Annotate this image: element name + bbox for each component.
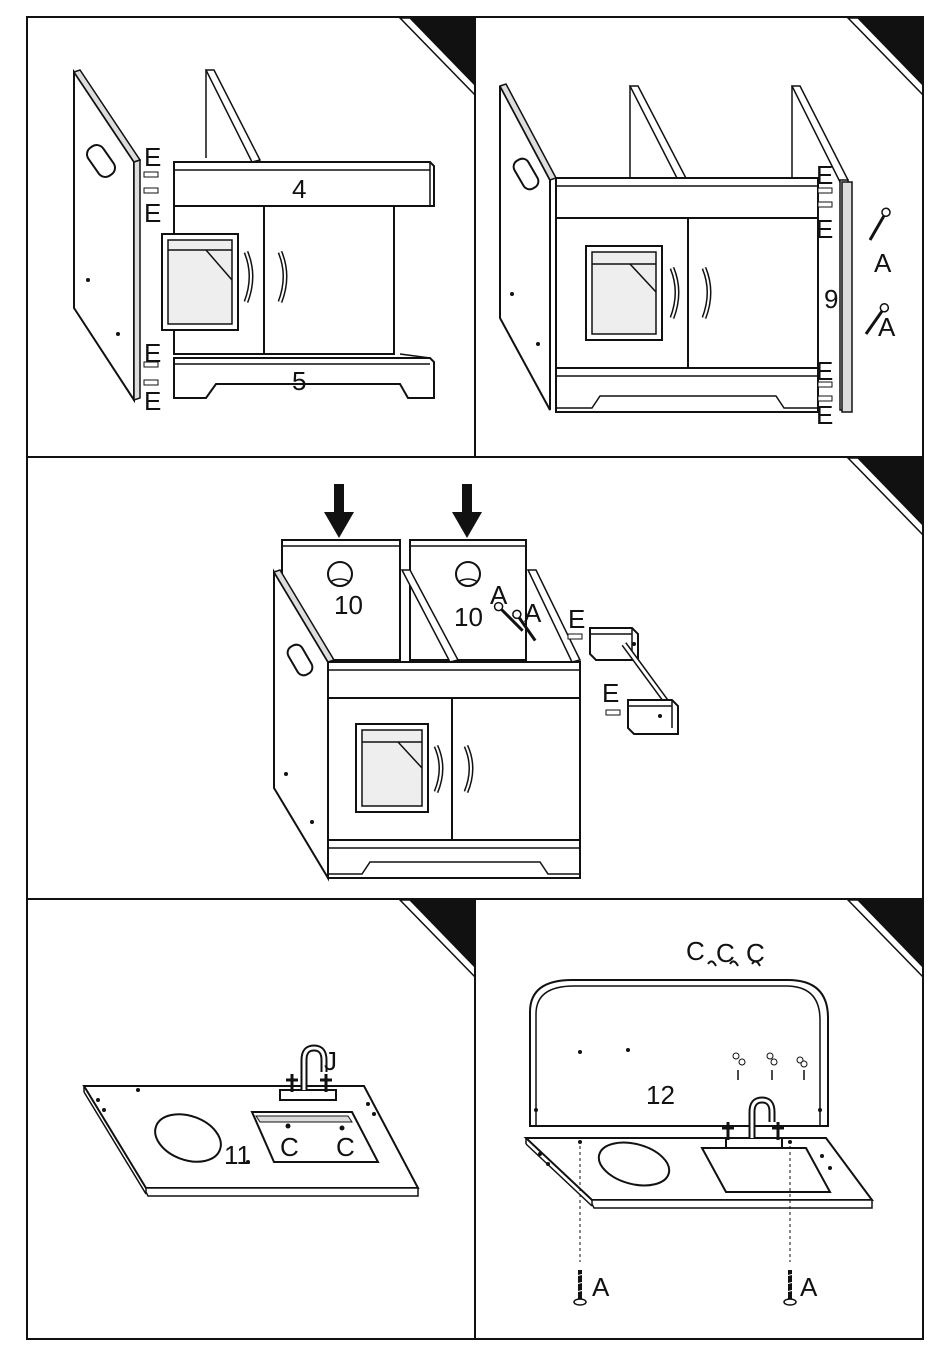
- hardware-label-a: A: [878, 312, 896, 342]
- hardware-label-a: A: [524, 598, 542, 628]
- hardware-label-c: C: [280, 1132, 299, 1162]
- step-panel-1: E E E E 4 5: [26, 16, 476, 458]
- step-panel-4: 11 J C C: [26, 898, 476, 1340]
- part-number-4: 4: [292, 174, 306, 204]
- hardware-label-e: E: [602, 678, 619, 708]
- part-number-11: 11: [224, 1140, 251, 1170]
- dowel-icon: [144, 380, 158, 385]
- screw-icon: [867, 207, 892, 242]
- hardware-label-c: C: [716, 938, 735, 968]
- clip-icon: [708, 961, 716, 966]
- hardware-label-c: C: [336, 1132, 355, 1162]
- hardware-label-e: E: [816, 356, 833, 386]
- hardware-label-a: A: [592, 1272, 610, 1302]
- dowel-icon: [818, 202, 832, 207]
- step-panel-5: C C C A A 12: [474, 898, 924, 1340]
- part-11-countertop: [84, 1086, 418, 1188]
- part-number-9: 9: [824, 284, 838, 314]
- step-panel-3: 10 10 A A E E: [26, 456, 924, 900]
- step-2-diagram: E E E E A A 9: [476, 18, 924, 458]
- hardware-label-c: C: [686, 936, 705, 966]
- hardware-label-a: A: [874, 248, 892, 278]
- clip-icon: [340, 1126, 345, 1131]
- hardware-label-c: C: [746, 938, 765, 968]
- step-4-diagram: 11 J C C: [28, 900, 476, 1340]
- hardware-label-e: E: [816, 214, 833, 244]
- left-side-panel: [500, 86, 550, 410]
- hardware-label-e: E: [144, 198, 161, 228]
- part-number-10: 10: [454, 602, 483, 632]
- hardware-label-e: E: [568, 604, 585, 634]
- screw-icon: [784, 1270, 796, 1305]
- hardware-label-e: E: [816, 160, 833, 190]
- part-number-5: 5: [292, 366, 306, 396]
- step-5-diagram: C C C A A 12: [476, 900, 924, 1340]
- clip-icon: [286, 1124, 291, 1129]
- part-number-12: 12: [646, 1080, 675, 1110]
- dowel-icon: [144, 188, 158, 193]
- dowel-icon: [606, 710, 620, 715]
- part-10-divider-right: [410, 540, 526, 660]
- part-number-10: 10: [334, 590, 363, 620]
- hardware-label-e: E: [144, 142, 161, 172]
- hardware-label-a: A: [800, 1272, 818, 1302]
- hardware-label-e: E: [816, 400, 833, 430]
- down-arrow-icon: [452, 484, 482, 538]
- dowel-icon: [568, 634, 582, 639]
- step-1-diagram: E E E E 4 5: [28, 18, 476, 458]
- step-panel-2: E E E E A A 9: [474, 16, 924, 458]
- left-side-panel: [74, 72, 134, 400]
- hardware-label-e: E: [144, 386, 161, 416]
- step-3-diagram: 10 10 A A E E: [28, 458, 924, 900]
- hardware-label-a: A: [490, 580, 508, 610]
- part-12-backsplash: [530, 980, 828, 1126]
- down-arrow-icon: [324, 484, 354, 538]
- screw-icon: [574, 1270, 586, 1305]
- hardware-label-e: E: [144, 338, 161, 368]
- dowel-icon: [144, 172, 158, 177]
- part-label-j: J: [324, 1046, 337, 1076]
- back-panel: [206, 70, 260, 162]
